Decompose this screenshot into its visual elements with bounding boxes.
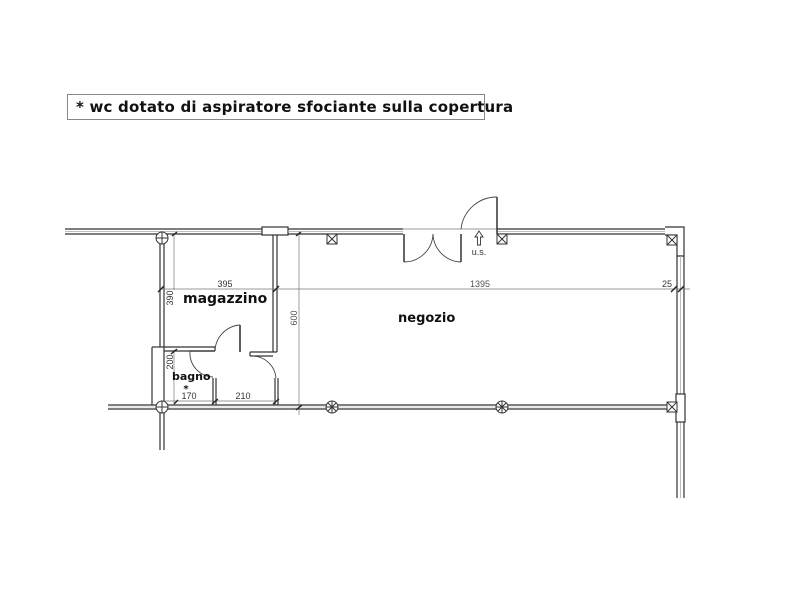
note-box: * wc dotato di aspiratore sfociante sull… [67, 94, 513, 120]
dim-wall-right: 25 [662, 279, 672, 289]
pillar-round-icon [325, 400, 339, 414]
up-arrow-icon [474, 230, 484, 246]
dim-magazzino-depth: 390 [165, 290, 175, 305]
pillar-round-icon [495, 400, 509, 414]
doors [189, 196, 498, 379]
dim-corridor-width: 210 [235, 391, 250, 401]
dim-bagno-depth: 200 [165, 354, 175, 369]
pillars [155, 231, 678, 414]
pillar-round-icon [155, 231, 169, 245]
exit-label: u.s. [472, 247, 487, 257]
dim-magazzino-width: 395 [217, 279, 232, 289]
room-label-bagno: bagno [172, 370, 211, 383]
dim-overall-depth: 600 [289, 310, 299, 325]
note-text: * wc dotato di aspiratore sfociante sull… [76, 98, 514, 116]
dimension-lines [160, 232, 690, 415]
pillar-square-icon [326, 233, 338, 245]
dim-negozio-width: 1395 [470, 279, 490, 289]
pillar-square-icon [666, 401, 678, 413]
pillar-square-icon [496, 233, 508, 245]
room-label-negozio: negozio [398, 311, 455, 326]
bottom-wall [108, 404, 677, 410]
pillar-square-icon [666, 234, 678, 246]
bagno-marker: * [183, 384, 189, 395]
dimension-ticks [157, 231, 685, 411]
dim-bagno-width: 170 [181, 391, 196, 401]
right-wall [675, 256, 686, 498]
left-lower-wall [151, 234, 165, 450]
pillar-round-icon [155, 400, 169, 414]
room-label-magazzino: magazzino [183, 291, 268, 307]
top-wall [65, 226, 685, 257]
